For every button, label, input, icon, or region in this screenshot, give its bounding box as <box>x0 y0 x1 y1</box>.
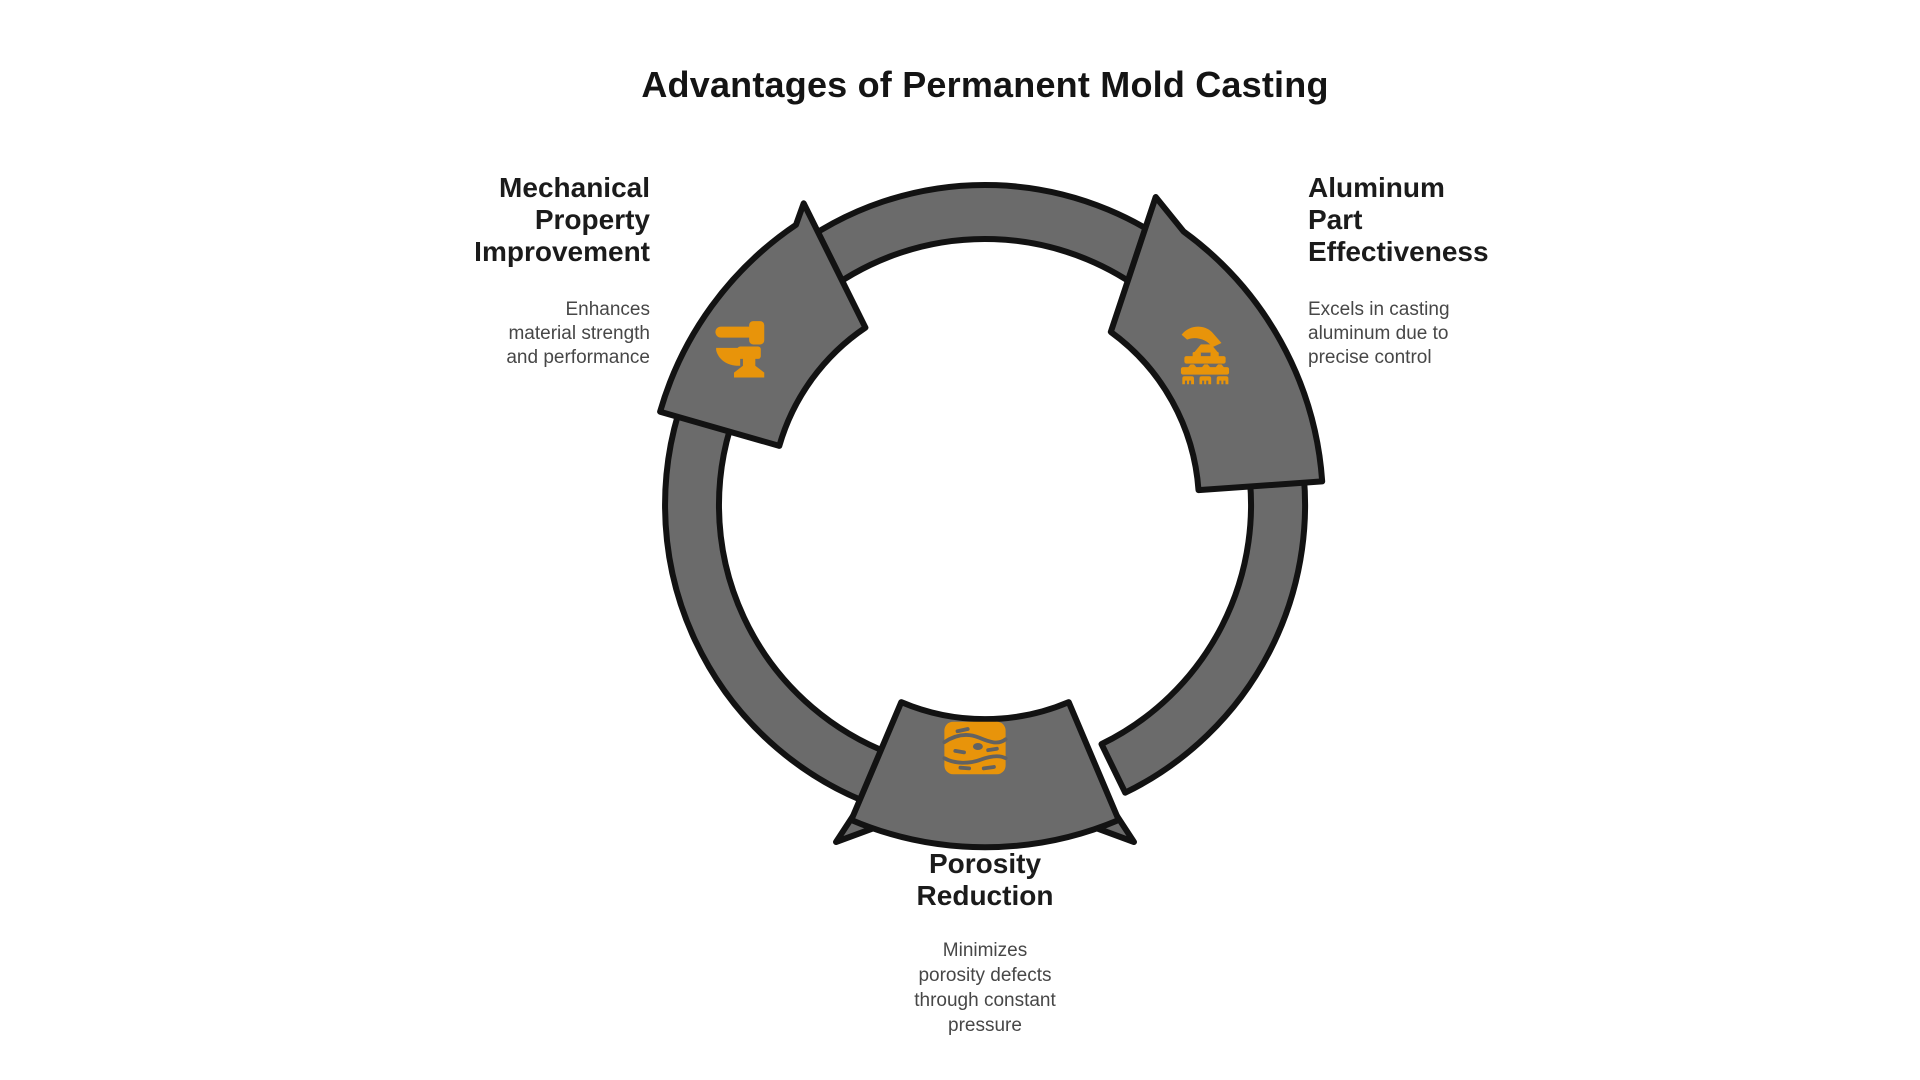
hammer-anvil-icon <box>715 321 765 378</box>
node-porosity-reduction: Porosity Reduction Minimizes porosity de… <box>835 848 1135 1038</box>
node-heading: Aluminum Part Effectiveness <box>1308 172 1489 267</box>
page-title: Advantages of Permanent Mold Casting <box>641 64 1329 105</box>
node-body: Minimizes porosity defects through const… <box>914 940 1056 1036</box>
node-body: Excels in casting aluminum due to precis… <box>1308 299 1450 368</box>
node-heading: Porosity Reduction <box>916 848 1054 911</box>
node-aluminum-part-effectiveness: Aluminum Part Effectiveness Excels in ca… <box>1308 172 1648 370</box>
segment-porosity <box>848 699 1122 851</box>
casting-press-icon <box>1180 326 1230 385</box>
node-body: Enhances material strength and performan… <box>506 299 650 368</box>
porosity-texture-icon <box>942 721 1008 775</box>
ring-arc-left <box>662 382 906 813</box>
node-heading: Mechanical Property Improvement <box>474 172 650 267</box>
ring-arc-right <box>1098 446 1309 796</box>
node-mechanical-property-improvement: Mechanical Property Improvement Enhances… <box>310 172 650 370</box>
